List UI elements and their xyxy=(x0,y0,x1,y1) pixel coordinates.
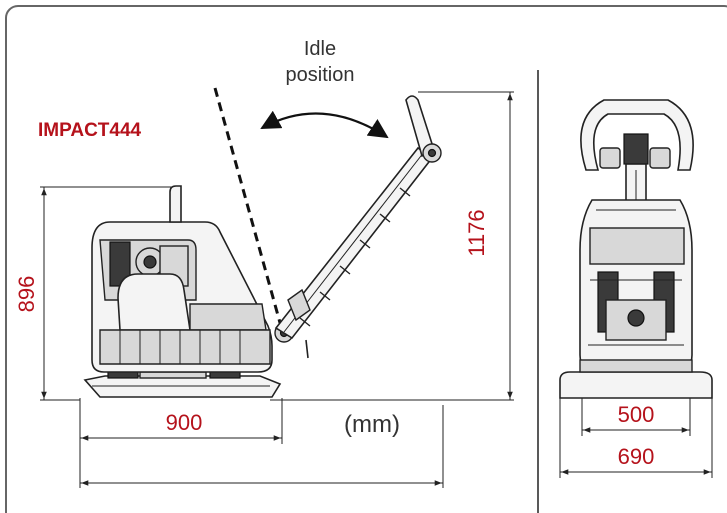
handle-loop xyxy=(580,99,694,171)
swing-arrow-icon xyxy=(260,110,389,139)
front-base-plate xyxy=(559,371,713,399)
model-name: IMPACT444 xyxy=(38,120,142,141)
dim-label-1176: 1176 xyxy=(464,209,489,256)
units-label: (mm) xyxy=(344,411,400,438)
front-view xyxy=(559,99,713,478)
handle-arm xyxy=(274,95,442,359)
dim-label-900: 900 xyxy=(166,410,203,435)
dim-label-690: 690 xyxy=(618,444,655,469)
idle-position-line xyxy=(213,87,284,331)
idle-caption-line-1: Idle xyxy=(304,38,336,60)
side-view xyxy=(40,87,514,488)
dim-label-896: 896 xyxy=(14,276,39,313)
idle-caption-line-2: position xyxy=(286,64,355,86)
dim-label-500: 500 xyxy=(618,402,655,427)
